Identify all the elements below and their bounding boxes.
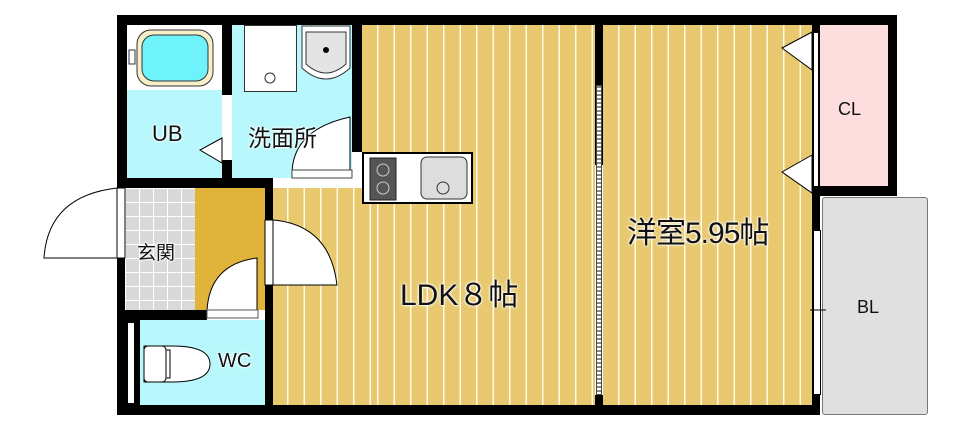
wall — [117, 310, 207, 320]
wc-door-threshold — [206, 309, 259, 319]
room-label-balcony: BL — [857, 297, 880, 317]
wall — [265, 178, 273, 223]
wall — [265, 285, 273, 415]
wall — [352, 15, 362, 152]
washbasin-icon — [301, 25, 351, 80]
wall — [595, 15, 897, 25]
sliding-door[interactable] — [596, 85, 602, 395]
ldk-door-icon — [272, 219, 338, 286]
wall — [117, 178, 272, 188]
entrance-tile — [125, 188, 195, 310]
western-room-floor — [603, 25, 813, 405]
closet-area — [820, 25, 888, 195]
drain-icon — [264, 72, 276, 84]
ub-door-icon — [198, 137, 223, 164]
room-label-western-room: 洋室5.95帖 — [627, 217, 769, 250]
washroom-door-icon — [291, 116, 351, 179]
room-label-ldk: LDK８帖 — [400, 279, 519, 312]
closet-door-icon — [781, 154, 813, 194]
wall — [888, 15, 897, 195]
ldk-door-frame — [264, 219, 274, 286]
stove-icon — [369, 157, 397, 201]
wc-window — [127, 322, 135, 404]
balcony-window[interactable] — [813, 230, 821, 395]
washroom-door-threshold — [291, 169, 353, 179]
ldk-floor-upper — [362, 25, 595, 405]
entrance-door-frame — [116, 187, 126, 259]
toilet-icon — [143, 345, 211, 383]
room-label-wc: WC — [218, 350, 252, 372]
wall — [812, 186, 897, 196]
wall — [222, 160, 232, 185]
closet-door-icon — [781, 31, 813, 71]
room-label-ub: UB — [152, 121, 183, 146]
wall — [117, 405, 820, 415]
wall — [595, 395, 603, 415]
entrance-door-icon — [43, 187, 118, 259]
wall — [222, 15, 232, 95]
kitchen-sink-icon — [420, 156, 468, 200]
room-label-closet: CL — [838, 99, 862, 119]
balcony-area — [822, 197, 928, 415]
bathtub-icon — [128, 29, 214, 87]
room-label-entrance: 玄関 — [137, 243, 176, 264]
wall — [117, 15, 127, 188]
wc-door-icon — [206, 257, 258, 311]
room-label-washroom: 洗面所 — [248, 125, 317, 151]
